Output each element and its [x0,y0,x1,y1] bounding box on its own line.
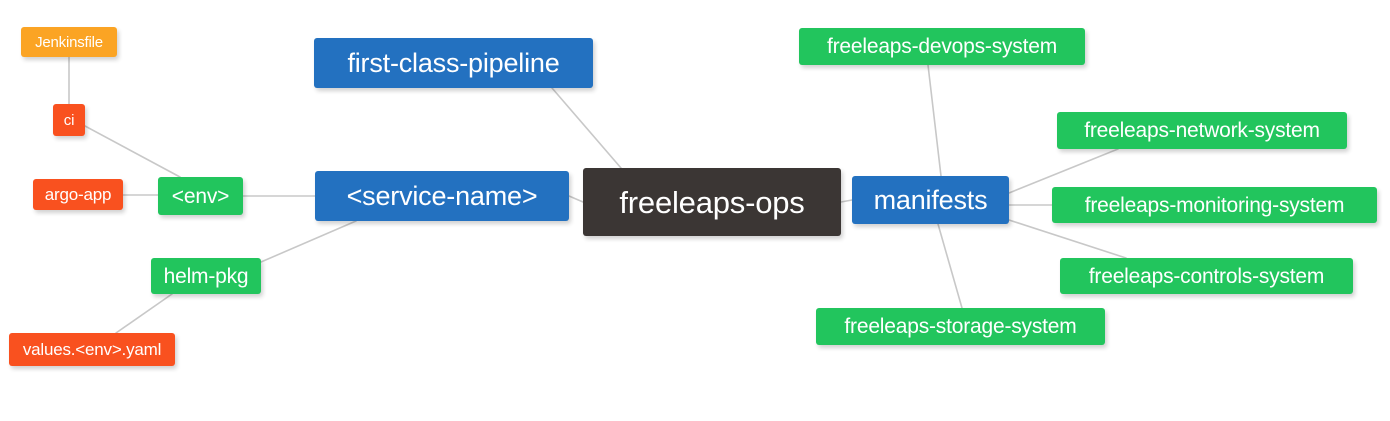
node-env[interactable]: <env> [158,177,243,215]
edge-freeleaps-ops-to-manifests [840,199,853,203]
node-freeleaps-storage-system[interactable]: freeleaps-storage-system [816,308,1105,345]
node-label: freeleaps-devops-system [827,35,1057,58]
node-label: freeleaps-storage-system [844,315,1077,338]
node-label: ci [63,111,75,129]
node-ci[interactable]: ci [53,104,85,136]
node-label: <env> [171,184,230,208]
edge-freeleaps-ops-to-service-name [568,195,584,203]
node-jenkinsfile[interactable]: Jenkinsfile [21,27,117,57]
node-label: values.<env>.yaml [22,340,162,359]
node-label: helm-pkg [163,264,249,288]
node-freeleaps-controls-system[interactable]: freeleaps-controls-system [1060,258,1353,294]
node-freeleaps-ops[interactable]: freeleaps-ops [583,168,841,236]
node-label: freeleaps-ops [619,184,805,220]
node-first-class-pipeline[interactable]: first-class-pipeline [314,38,593,88]
edge-service-name-to-helm-pkg [260,220,357,263]
node-label: <service-name> [346,180,538,211]
edge-env-to-ci [84,125,181,178]
edge-manifests-to-freeleaps-devops-system [927,64,942,177]
edge-freeleaps-ops-to-first-class-pipeline [551,87,622,169]
node-service-name[interactable]: <service-name> [315,171,569,221]
node-label: freeleaps-network-system [1084,119,1320,142]
node-label: freeleaps-monitoring-system [1084,193,1345,217]
node-freeleaps-devops-system[interactable]: freeleaps-devops-system [799,28,1085,65]
node-argo-app[interactable]: argo-app [33,179,123,210]
node-manifests[interactable]: manifests [852,176,1009,224]
node-label: first-class-pipeline [347,47,560,78]
node-freeleaps-monitoring-system[interactable]: freeleaps-monitoring-system [1052,187,1377,223]
edge-manifests-to-freeleaps-controls-system [1008,219,1127,259]
node-label: freeleaps-controls-system [1088,264,1325,288]
edge-manifests-to-freeleaps-storage-system [937,223,963,309]
node-label: Jenkinsfile [35,33,103,51]
node-helm-pkg[interactable]: helm-pkg [151,258,261,294]
node-label: manifests [873,184,988,215]
edge-helm-pkg-to-values-env-yaml [115,293,173,334]
node-label: argo-app [44,185,112,204]
node-freeleaps-network-system[interactable]: freeleaps-network-system [1057,112,1347,149]
node-values-env-yaml[interactable]: values.<env>.yaml [9,333,175,366]
